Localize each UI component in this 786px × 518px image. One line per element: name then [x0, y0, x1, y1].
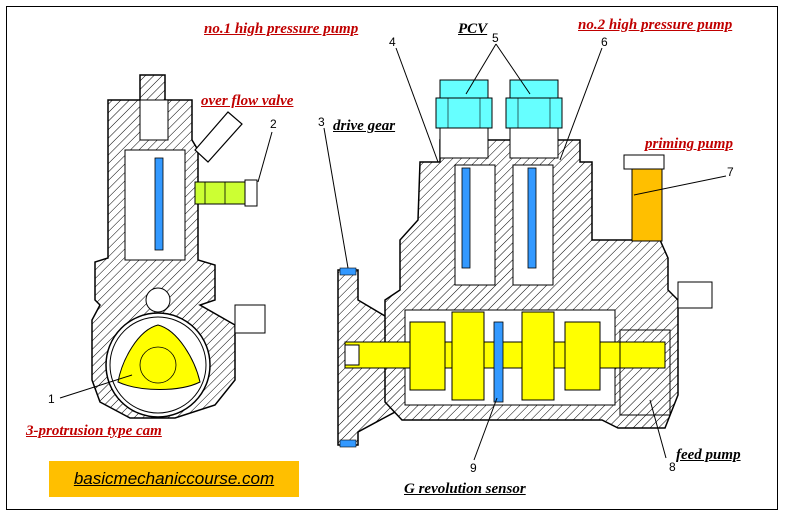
- feed-pump-part: [619, 329, 671, 416]
- overflow-valve-body: [194, 111, 243, 163]
- leader-lines: [59, 43, 727, 461]
- overflow-valve-part: [194, 179, 258, 207]
- right-fitting: [677, 281, 713, 309]
- website-banner: basicmechaniccourse.com: [49, 461, 299, 497]
- label-no2-high-pressure-pump: no.2 high pressure pump: [578, 17, 733, 33]
- pump1-plunger: [461, 167, 471, 269]
- label-feed-pump: feed pump: [676, 447, 741, 463]
- callout-number-2: 2: [270, 117, 277, 131]
- callout-number-4: 4: [389, 35, 396, 49]
- pcv-valve-2: [505, 79, 563, 159]
- cam-center: [139, 346, 177, 384]
- callout-number-8: 8: [669, 460, 676, 474]
- label-no1-high-pressure-pump: no.1 high pressure pump: [204, 21, 359, 37]
- pump2-plunger: [527, 167, 537, 269]
- label-3-protrusion-type-cam: 3-protrusion type cam: [26, 423, 162, 439]
- callout-number-3: 3: [318, 115, 325, 129]
- callout-number-7: 7: [727, 165, 734, 179]
- website-url-text: basicmechaniccourse.com: [73, 469, 275, 488]
- cam-3-protrusion: [117, 324, 201, 390]
- label-pcv: PCV: [458, 21, 488, 37]
- callout-number-5: 5: [492, 31, 499, 45]
- label-priming-pump: priming pump: [645, 136, 733, 152]
- label-over-flow-valve: over flow valve: [201, 93, 294, 109]
- label-drive-gear: drive gear: [333, 118, 396, 134]
- label-g-revolution-sensor: G revolution sensor: [404, 481, 526, 497]
- pcv-valve-1: [435, 79, 493, 159]
- callout-number-1: 1: [48, 392, 55, 406]
- g-sensor-pulsar: [493, 321, 504, 403]
- diagram-frame: [6, 6, 778, 510]
- callout-number-6: 6: [601, 35, 608, 49]
- left-plunger: [154, 157, 164, 251]
- callout-number-9: 9: [470, 461, 477, 475]
- left-fitting: [234, 304, 266, 334]
- camshaft: [344, 311, 666, 401]
- priming-pump-part: [623, 154, 665, 242]
